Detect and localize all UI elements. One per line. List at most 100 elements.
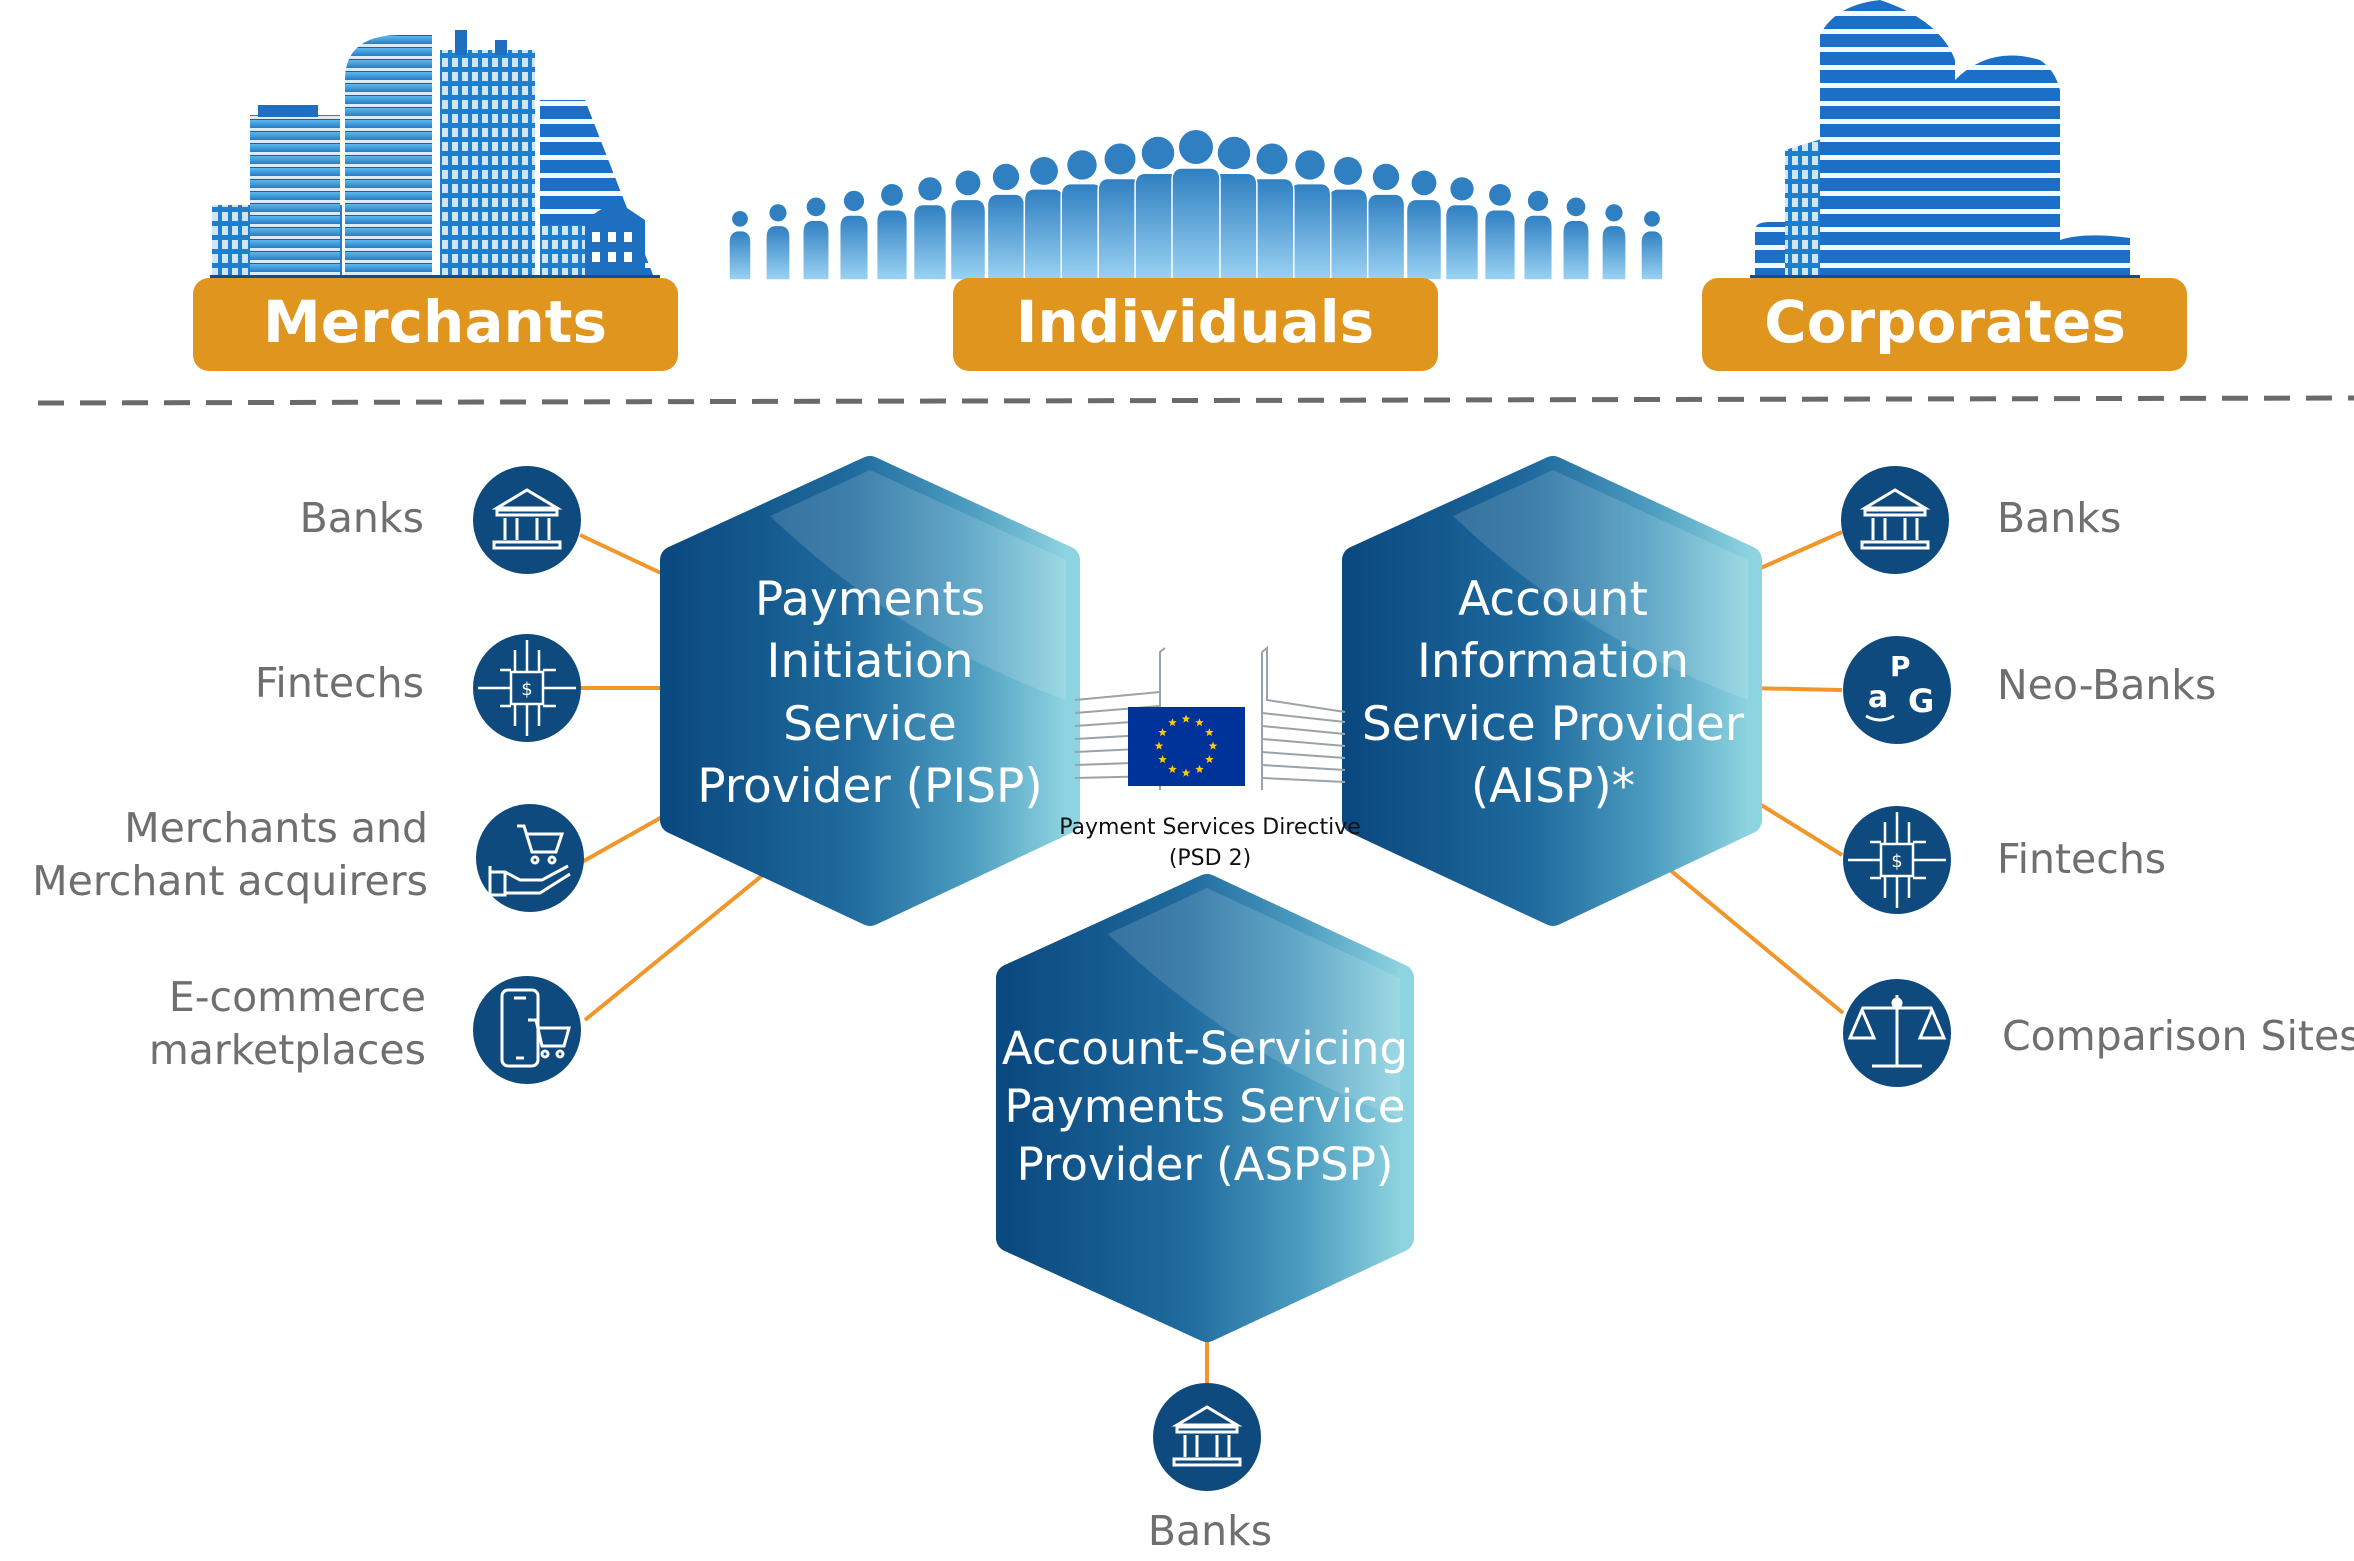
aisp-fintechs-label: Fintechs [1997,835,2166,883]
eu-star [1195,764,1204,773]
aspsp-banks-node: Banks [1148,1383,1272,1555]
bank-icon [491,488,563,550]
person-body [802,219,830,281]
person-head [1104,143,1136,175]
person-body [1288,182,1332,281]
aisp-hexagon: Account Information Service Provider (AI… [1342,456,1762,926]
aisp-title-line4: (AISP)* [1471,759,1635,814]
person-head [1372,163,1400,191]
aisp-neobanks-node: P a G Neo-Banks [1843,636,2216,744]
person-head [843,190,865,211]
neo-bank-logos-icon: P a G [1865,650,1934,722]
pisp-merchants-label-line1: Merchants and [124,804,428,852]
eu-star [1181,768,1191,777]
person-head [1605,204,1623,222]
person-body [912,203,948,281]
fintech-chip-icon: $ [478,640,576,736]
person-head [955,170,981,196]
aisp-neobanks-label: Neo-Banks [1997,661,2216,709]
pisp-merchants-node: Merchants and Merchant acquirers [32,804,584,912]
eu-star [1181,714,1191,723]
eu-star [1168,764,1177,773]
eu-star [1168,718,1177,727]
person-head [806,197,826,217]
pisp-merchants-label-line2: Merchant acquirers [32,857,428,905]
merchants-group: Merchants [193,30,678,371]
section-divider [37,395,2354,406]
svg-text:a: a [1868,680,1888,715]
aspsp-hexagon: Account-Servicing Payments Service Provi… [996,874,1414,1342]
aisp-comparison-label: Comparison Sites [2002,1012,2354,1060]
city-buildings-icon [210,30,660,281]
person-head [1256,143,1288,175]
pisp-fintechs-label: Fintechs [255,659,424,707]
person-head [732,211,748,227]
person-body [1366,193,1406,281]
aisp-comparison-node: Comparison Sites [1843,979,2354,1087]
crowd-icon [728,130,1664,281]
aisp-banks-node: Banks [1841,466,2121,574]
person-head [1527,190,1549,211]
individuals-label: Individuals [1016,288,1374,356]
eu-flag-icon [1128,707,1245,786]
individuals-badge [953,278,1438,371]
aisp-title-line1: Account [1458,572,1648,627]
person-body [765,224,791,281]
person-body [1601,224,1627,281]
psd2-emblem: Payment Services Directive (PSD 2) [1059,645,1361,871]
pisp-title-line2: Initiation [766,634,973,689]
person-head [881,184,903,206]
skyscrapers-icon [1750,0,2140,281]
person-head [1179,130,1213,164]
person-body [1483,209,1517,281]
aisp-title-line3: Service Provider [1362,697,1745,752]
eu-star [1154,741,1164,750]
phone-cart-icon [500,988,571,1068]
pisp-banks-label: Banks [300,494,424,542]
corporates-badge [1702,278,2187,371]
individuals-group: Individuals [728,130,1664,371]
svg-text:G: G [1908,682,1934,720]
svg-text:P: P [1890,650,1911,683]
person-head [1644,211,1660,227]
aspsp-title-line2: Payments Service [1004,1080,1405,1133]
person-body [838,214,870,281]
person-head [1566,197,1586,217]
corporates-label: Corporates [1764,288,2126,356]
fintech-chip-icon: $ [1848,812,1946,908]
bank-icon [1859,488,1931,550]
person-head [769,204,787,222]
psd2-line1: Payment Services Directive [1059,815,1361,840]
person-body [1562,219,1590,281]
merchants-badge [193,278,678,371]
psd2-line2: (PSD 2) [1169,846,1251,871]
person-body [986,193,1026,281]
pisp-fintechs-node: $ Fintechs [255,634,581,742]
person-head [1067,150,1097,180]
aspsp-title-line3: Provider (ASPSP) [1017,1138,1394,1191]
pisp-ecommerce-node: E-commerce marketplaces [149,973,581,1084]
person-head [1334,157,1362,185]
aisp-fintechs-node: $ Fintechs [1843,806,2166,914]
person-head [1489,184,1511,206]
person-body [1023,188,1065,281]
hand-cart-icon [488,824,571,897]
person-body [1444,203,1480,281]
pisp-title-line1: Payments [755,572,985,627]
bank-icon [1171,1405,1243,1467]
eu-star [1208,741,1218,750]
person-body [1327,188,1369,281]
pisp-title-line4: Provider (PISP) [697,759,1043,814]
eu-star [1195,718,1204,727]
person-body [1171,167,1221,281]
person-head [1295,150,1325,180]
person-body [1060,182,1104,281]
merchants-label: Merchants [263,288,607,356]
aspsp-banks-label: Banks [1148,1507,1272,1555]
person-body [728,229,752,281]
person-body [1640,229,1664,281]
person-head [1411,170,1437,196]
person-body [949,198,987,281]
eu-star [1158,728,1167,737]
